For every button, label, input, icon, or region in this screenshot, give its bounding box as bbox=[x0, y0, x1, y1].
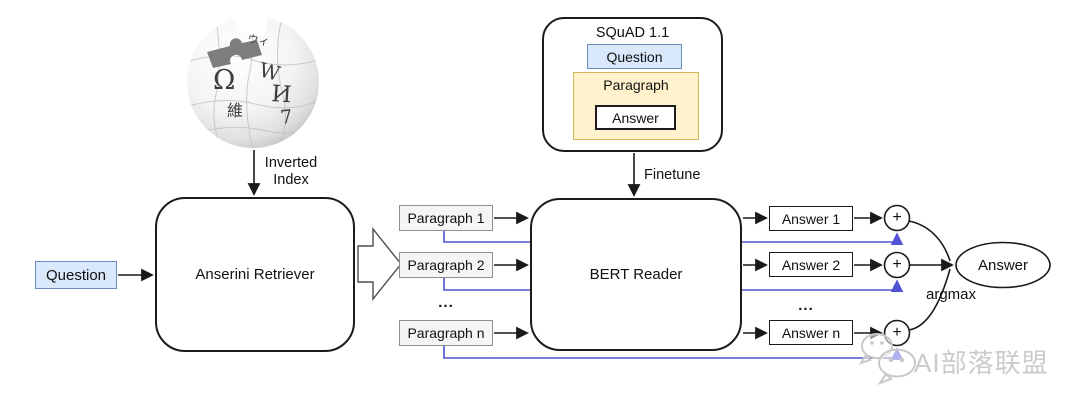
block-arrow-retriever-output bbox=[357, 227, 402, 301]
sum-circle-1 bbox=[883, 204, 911, 232]
inverted-index-line2: Index bbox=[273, 172, 309, 188]
plus-sign-1: + bbox=[892, 209, 902, 226]
sum-circle-2 bbox=[883, 251, 911, 279]
squad-title: SQuAD 1.1 bbox=[595, 25, 670, 41]
paragraph-1-box: Paragraph 1 bbox=[399, 205, 493, 231]
globe-glyph-top: ウィ bbox=[246, 32, 270, 49]
squad-answer-box: Answer bbox=[595, 105, 676, 130]
argmax-label: argmax bbox=[926, 286, 977, 303]
globe-glyph-i: И bbox=[271, 81, 293, 108]
sum-circles bbox=[883, 204, 911, 347]
black-connectors bbox=[118, 150, 954, 340]
globe-puzzle-piece bbox=[207, 38, 262, 68]
watermark-text: AI部落联盟 bbox=[914, 348, 1049, 378]
squad-paragraph-label: Paragraph bbox=[603, 77, 669, 93]
answer-ellipsis: ... bbox=[798, 297, 814, 314]
curve-sumn-to-argmax bbox=[908, 268, 951, 331]
plus-sign-2: + bbox=[892, 256, 902, 273]
wikipedia-globe-icon: ウィ W Ω И 維 7 bbox=[187, 8, 319, 148]
squad-paragraph-box: Paragraph Answer bbox=[573, 72, 699, 140]
paragraph-2-box: Paragraph 2 bbox=[399, 252, 493, 278]
globe-glyph-seven: 7 bbox=[279, 106, 293, 129]
paragraph-n-box: Paragraph n bbox=[399, 320, 493, 346]
globe-glyph-wei: 維 bbox=[227, 101, 243, 120]
globe-missing-piece-notch bbox=[231, 8, 270, 36]
question-input-box: Question bbox=[35, 261, 117, 289]
paragraph-ellipsis: ... bbox=[438, 294, 454, 311]
curve-sum1-to-argmax bbox=[908, 220, 951, 262]
globe-glyphs: ウィ W Ω И 維 7 bbox=[213, 32, 294, 129]
answer-2-box: Answer 2 bbox=[769, 252, 853, 277]
inverted-index-line1: Inverted bbox=[264, 155, 318, 171]
wechat-icon bbox=[858, 333, 916, 385]
squad-box: SQuAD 1.1 Question Paragraph Answer bbox=[542, 17, 723, 152]
answer-n-box: Answer n bbox=[769, 320, 853, 345]
anserini-retriever-box: Anserini Retriever bbox=[155, 197, 355, 352]
sum-circle-n bbox=[883, 319, 911, 347]
answer-1-box: Answer 1 bbox=[769, 206, 853, 231]
final-answer-ellipse bbox=[955, 241, 1051, 289]
bert-reader-box: BERT Reader bbox=[530, 198, 742, 351]
final-answer-label: Answer bbox=[977, 256, 1029, 274]
finetune-label: Finetune bbox=[644, 167, 701, 183]
squad-question-box: Question bbox=[587, 44, 682, 69]
inverted-index-label: Inverted Index bbox=[258, 155, 324, 189]
globe-glyph-omega: Ω bbox=[213, 65, 235, 96]
plus-sign-n: + bbox=[892, 324, 902, 341]
